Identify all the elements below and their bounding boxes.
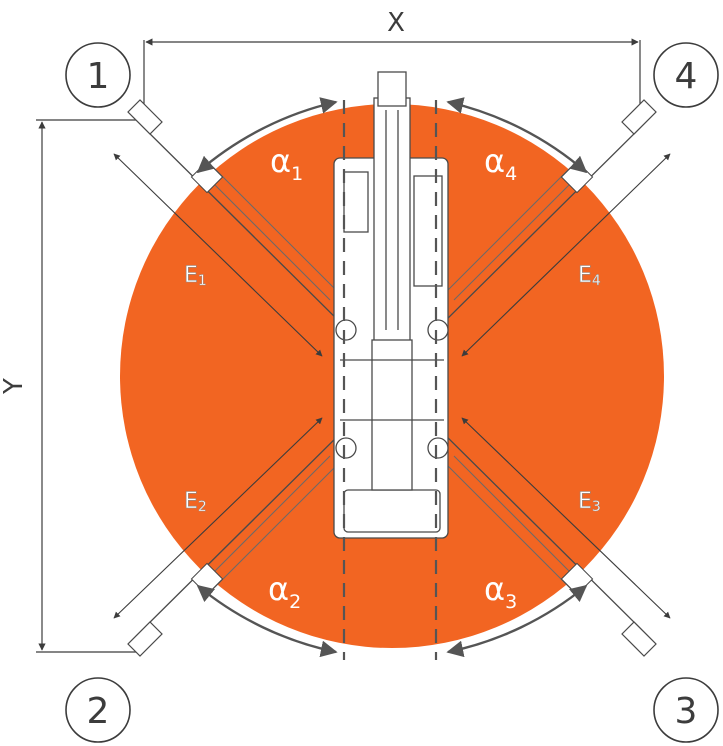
svg-text:E3: E3: [578, 489, 601, 515]
reference-lines: [342, 100, 438, 660]
outrigger-number-1: 1: [65, 42, 131, 108]
outrigger-number-3: 3: [653, 677, 719, 743]
outrigger-number-4: 4: [653, 42, 719, 108]
svg-text:E1: E1: [184, 263, 207, 289]
svg-text:3: 3: [675, 691, 698, 732]
svg-text:1: 1: [87, 56, 110, 97]
x-dimension-label: X: [387, 8, 405, 38]
x-dimension: X: [143, 8, 641, 112]
svg-text:E2: E2: [184, 489, 207, 515]
svg-text:α3: α3: [484, 570, 517, 613]
machine-body: [333, 71, 449, 539]
extension-label-4: E4: [578, 263, 601, 290]
extension-label-3: E3: [578, 489, 601, 516]
svg-text:α4: α4: [484, 142, 517, 185]
svg-text:2: 2: [87, 691, 110, 732]
extension-label-1: E1: [184, 263, 207, 290]
extension-dimensions: [113, 153, 671, 619]
angle-arcs: [196, 97, 588, 658]
angle-label-3: α3: [484, 570, 517, 613]
angle-label-4: α4: [484, 142, 517, 185]
svg-text:α1: α1: [270, 142, 303, 185]
y-dimension: Y: [0, 119, 136, 653]
svg-text:4: 4: [675, 56, 698, 97]
angle-label-2: α2: [268, 570, 301, 613]
outrigger-number-2: 2: [65, 677, 131, 743]
angle-label-1: α1: [270, 142, 303, 185]
extension-label-2: E2: [184, 489, 207, 516]
svg-text:α2: α2: [268, 570, 301, 613]
svg-text:E4: E4: [578, 263, 601, 289]
y-dimension-label: Y: [0, 378, 29, 395]
